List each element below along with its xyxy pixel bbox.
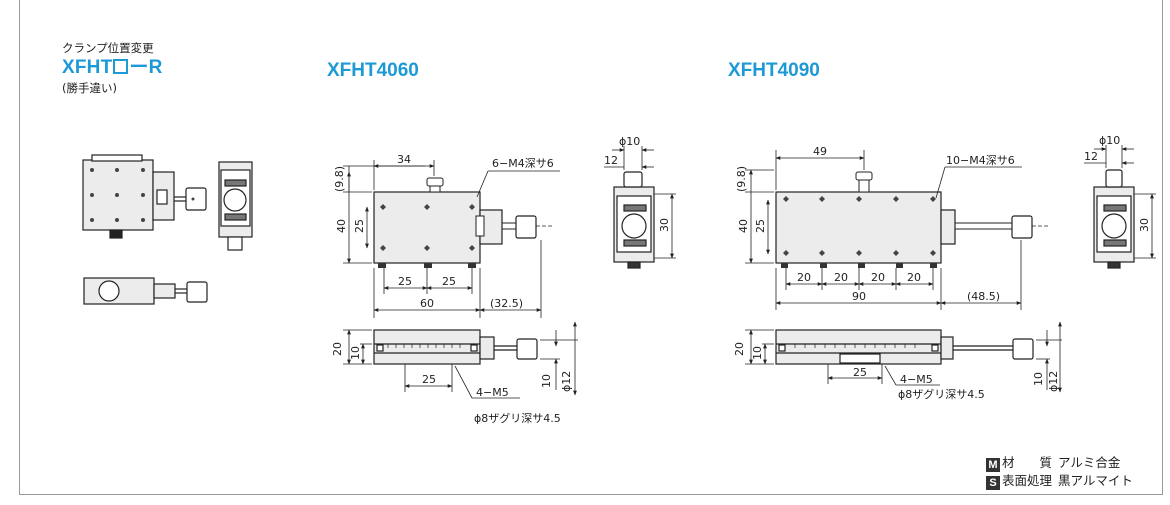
- dim-4090-49: 49: [813, 145, 827, 158]
- figure-frame: [19, 0, 1163, 495]
- dim-4060-32-5: (32.5): [490, 297, 523, 310]
- xfht4060-side-dims: [604, 146, 676, 259]
- dim-4090-20d: 20: [907, 271, 921, 284]
- dim-4060-f20: 20: [331, 342, 344, 356]
- dim-4060-f10: 10: [349, 346, 362, 360]
- dim-4060-phi12: ϕ12: [560, 371, 573, 392]
- dim-4090-phi12: ϕ12: [1047, 371, 1060, 392]
- xfht4090-top-view: [775, 171, 1048, 268]
- variant-note: クランプ位置変更: [62, 41, 154, 55]
- placeholder-square-icon: [113, 59, 129, 74]
- xfht4090-side-view: [1093, 169, 1135, 269]
- dim-4090-20a: 20: [797, 271, 811, 284]
- variant-note-bottom: (勝手違い): [62, 81, 117, 95]
- dim-4090-12: 12: [1084, 150, 1098, 163]
- dim-4090-40: 40: [737, 219, 750, 233]
- variant-front-view: [83, 277, 208, 305]
- dim-4090-hole-note: 10−M4深サ6: [946, 154, 1015, 167]
- dim-4060-m5: 4−M5: [476, 386, 509, 399]
- dim-4060-34: 34: [397, 153, 411, 166]
- dim-4090-f25: 25: [853, 366, 867, 379]
- dim-4060-counterbore: ϕ8ザグリ深サ4.5: [474, 411, 561, 425]
- model-title-4090: XFHT4090: [728, 60, 820, 81]
- dim-4090-f20: 20: [733, 342, 746, 356]
- dim-4090-counterbore: ϕ8ザグリ深サ4.5: [898, 387, 985, 401]
- variant-model-suffix: ーR: [129, 57, 163, 78]
- surface-key-icon: S: [986, 476, 1000, 490]
- spec-material-label: 材 質: [1002, 455, 1053, 470]
- variant-model-prefix: XFHT: [62, 57, 113, 78]
- dim-4090-90: 90: [852, 290, 866, 303]
- dim-4090-9-8: (9.8): [735, 166, 748, 192]
- dim-4060-12: 12: [604, 154, 618, 167]
- dim-4060-f25: 25: [422, 373, 436, 386]
- dim-4060-f10b: 10: [540, 374, 553, 388]
- dim-4090-f10: 10: [751, 346, 764, 360]
- dim-4090-30: 30: [1138, 218, 1151, 232]
- dim-4090-phi10: ϕ10: [1099, 134, 1120, 147]
- dim-4090-m5: 4−M5: [900, 373, 933, 386]
- dim-4060-hole-note: 6−M4深サ6: [492, 157, 554, 170]
- xfht4090-top-dims: [745, 150, 1022, 310]
- dim-4060-25b: 25: [442, 275, 456, 288]
- xfht4060-top-view: [373, 177, 552, 268]
- variant-model-label: XFHT ーR: [62, 58, 163, 78]
- xfht4090-side-dims: [1084, 145, 1156, 259]
- variant-top-view: [82, 154, 207, 239]
- xfht4060-top-dims: [343, 160, 560, 318]
- model-title-4060: XFHT4060: [327, 60, 419, 81]
- material-key-icon: M: [986, 458, 1000, 472]
- xfht4060-front-dims: [343, 321, 578, 399]
- dim-4090-48-5: (48.5): [967, 290, 1000, 303]
- xfht4060-front-view: [373, 329, 538, 365]
- dim-4090-25: 25: [754, 219, 767, 233]
- dim-4060-40: 40: [335, 219, 348, 233]
- dim-4060-60: 60: [420, 297, 434, 310]
- variant-side-view: [218, 161, 253, 251]
- spec-surface-value: 黒アルマイト: [1058, 473, 1133, 488]
- spec-surface-label: 表面処理: [1002, 473, 1053, 488]
- dim-4060-phi10: ϕ10: [619, 135, 640, 148]
- dim-4060-25: 25: [353, 219, 366, 233]
- dim-4090-f10b: 10: [1032, 372, 1045, 386]
- dim-4060-25a: 25: [398, 275, 412, 288]
- xfht4090-front-view: [775, 329, 1034, 365]
- dim-4090-20b: 20: [834, 271, 848, 284]
- xfht4090-front-dims: [745, 321, 1062, 393]
- dim-4060-9-8: (9.8): [333, 166, 346, 192]
- xfht4060-side-view: [613, 171, 655, 269]
- dim-4060-30: 30: [658, 218, 671, 232]
- dim-4090-20c: 20: [871, 271, 885, 284]
- spec-material-value: アルミ合金: [1058, 455, 1121, 470]
